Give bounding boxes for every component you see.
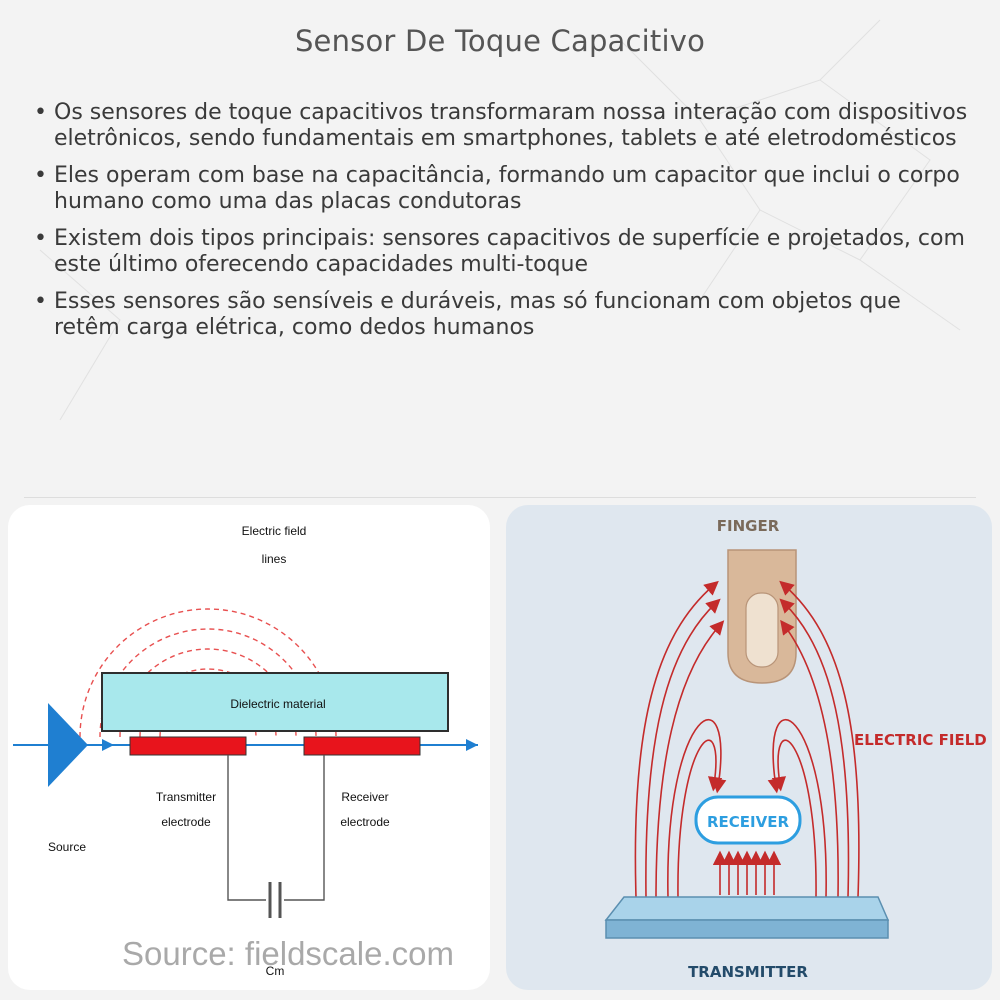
field-lines-left <box>634 580 725 898</box>
label-receiver-2: electrode <box>340 815 390 829</box>
bullet-item: • Os sensores de toque capacitivos transf… <box>30 100 970 152</box>
arrow-head-left <box>102 739 114 751</box>
bullet-dot: • <box>34 289 47 314</box>
arrow-head-right <box>466 739 478 751</box>
label-transmitter-right: TRANSMITTER <box>688 963 808 981</box>
label-field-lines-2: lines <box>262 552 287 566</box>
bullet-dot: • <box>34 100 47 125</box>
bullet-item: • Existem dois tipos principais: sensores… <box>30 226 970 278</box>
field-lines-right <box>779 580 860 898</box>
dielectric-layer <box>101 672 449 732</box>
source-watermark: Source: fieldscale.com <box>122 935 454 972</box>
label-electric-field: ELECTRIC FIELD <box>854 731 987 749</box>
label-finger: FINGER <box>717 517 780 535</box>
label-transmitter: Transmitter <box>156 790 216 804</box>
mutual-capacitance-diagram: Electric field lines Dielectric material… <box>8 505 490 990</box>
page-title: Sensor De Toque Capacitivo <box>294 24 706 58</box>
receiver-pill <box>694 795 802 845</box>
vertical-field-arrows <box>712 850 782 895</box>
receiver-electrode <box>303 736 421 756</box>
label-field-lines: Electric field <box>242 524 307 538</box>
diagram-canvas: Electric field lines Dielectric material… <box>13 524 478 978</box>
bullet-text: Eles operam com base na capacitância, fo… <box>54 163 960 214</box>
label-transmitter-2: electrode <box>161 815 211 829</box>
field-lines-receiver <box>667 719 827 898</box>
label-receiver-right: RECEIVER <box>707 813 789 831</box>
label-source: Source <box>48 840 86 854</box>
diagram-canvas-right: FINGER RECEI <box>604 517 987 981</box>
bullet-text: Existem dois tipos principais: sensores … <box>54 226 965 277</box>
transmitter-plate <box>604 896 890 939</box>
section-divider <box>24 497 976 498</box>
finger-icon <box>727 549 797 684</box>
label-capacitor: Cm <box>266 964 285 978</box>
bullet-item: • Esses sensores são sensíveis e duráveis… <box>30 289 970 341</box>
bullet-dot: • <box>34 226 47 251</box>
source-icon <box>48 703 88 787</box>
circuit-wires <box>227 755 325 918</box>
bullet-item: • Eles operam com base na capacitância, f… <box>30 163 970 215</box>
bullet-text: Esses sensores são sensíveis e duráveis,… <box>54 289 901 340</box>
bullet-list: • Os sensores de toque capacitivos transf… <box>30 100 970 352</box>
label-dielectric: Dielectric material <box>230 697 325 711</box>
label-receiver: Receiver <box>341 790 388 804</box>
electric-field-diagram: FINGER RECEI <box>506 505 992 990</box>
transmitter-electrode <box>129 736 247 756</box>
bullet-dot: • <box>34 163 47 188</box>
bullet-text: Os sensores de toque capacitivos transfo… <box>54 100 968 151</box>
